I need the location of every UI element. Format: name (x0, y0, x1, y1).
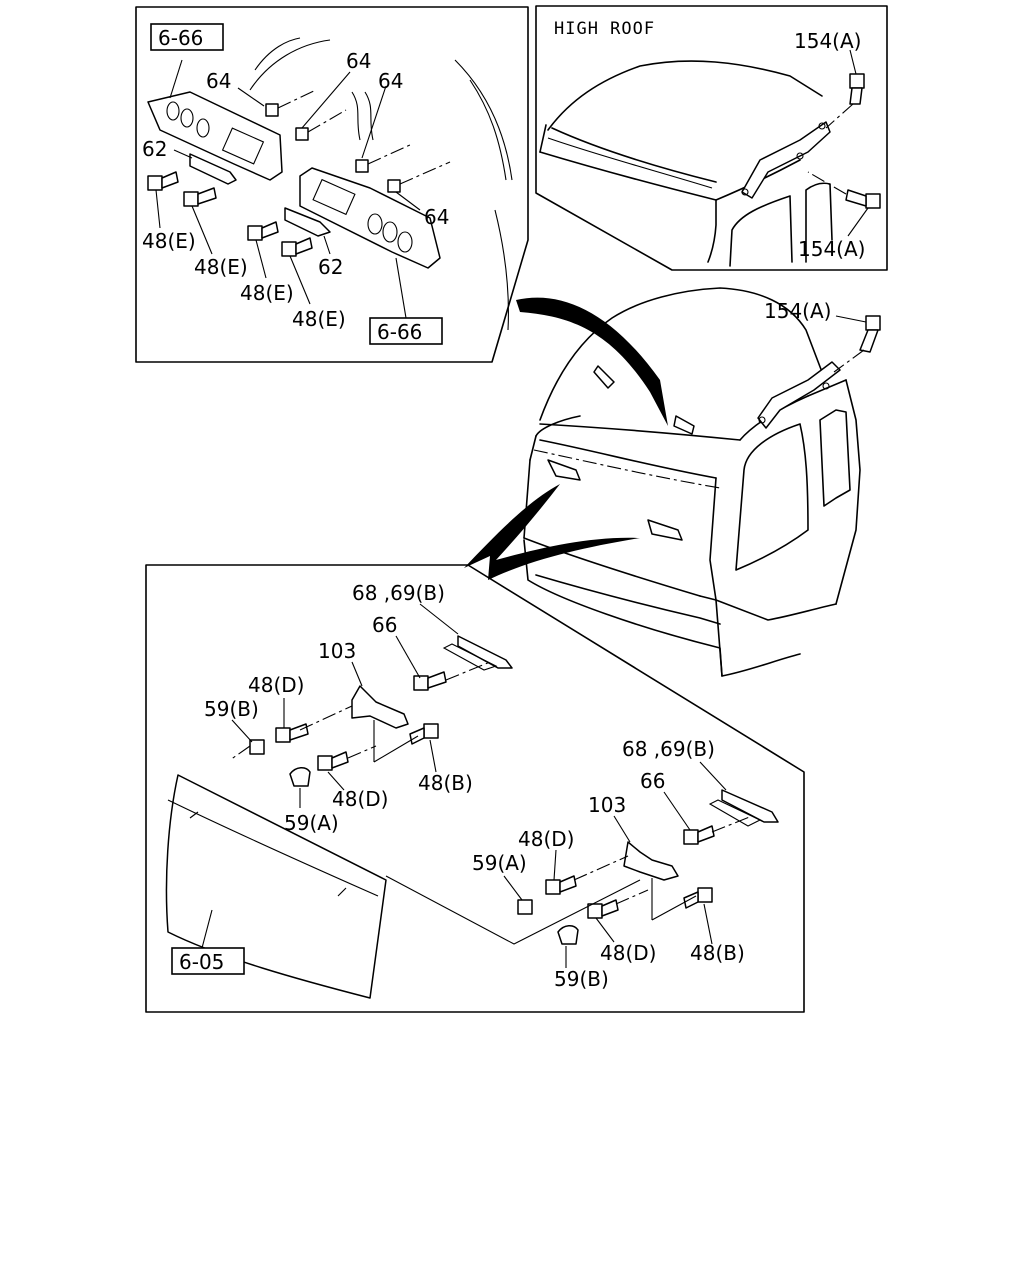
label-59a-upper: 59(A) (284, 811, 339, 835)
ref-box-6-05 (171, 947, 245, 975)
ref-6-66-bottom: 6-66 (377, 320, 422, 344)
arrow-to-top-inset (516, 297, 668, 426)
label-59a-lower: 59(A) (472, 851, 527, 875)
label-48d-lower-a: 48(D) (518, 827, 574, 851)
clip-64-a (265, 103, 279, 117)
label-103-upper: 103 (318, 639, 356, 663)
label-64-b: 64 (346, 49, 371, 73)
label-48d-upper-b: 48(D) (332, 787, 388, 811)
clip-64-b (295, 127, 309, 141)
ref-box-6-66-top (150, 23, 224, 51)
bolt-48e-icon (147, 171, 313, 257)
lower-garnish-inset: 68 ,69(B) 66 103 48(D) 59(B) 48(D) 59(A)… (145, 564, 805, 1013)
label-103-lower: 103 (588, 793, 626, 817)
van-rear-view: 154(A) (464, 287, 881, 677)
high-roof-inset: HIGH ROOF 154(A) 154(A) (535, 5, 888, 271)
label-48b-upper: 48(B) (418, 771, 473, 795)
label-68-69b-lower: 68 ,69(B) (622, 737, 715, 761)
high-roof-title: HIGH ROOF (554, 19, 655, 39)
rear-light-inset: 6-66 64 64 64 64 62 48(E) 48(E) 48(E) 62… (135, 6, 529, 363)
label-48b-lower: 48(B) (690, 941, 745, 965)
label-66-upper: 66 (372, 613, 397, 637)
bolt-154a-icon (859, 315, 881, 353)
label-48e-c: 48(E) (240, 281, 294, 305)
clip-64-d (387, 179, 401, 193)
bolt-lower-icon (845, 189, 881, 209)
ref-6-66-top: 6-66 (158, 26, 203, 50)
clip-64-c (355, 159, 369, 173)
label-68-69b-upper: 68 ,69(B) (352, 581, 445, 605)
label-154a-main: 154(A) (764, 299, 831, 323)
label-66-lower: 66 (640, 769, 665, 793)
arrow-to-bottom-inset (464, 484, 640, 580)
label-48e-a: 48(E) (142, 229, 196, 253)
bolt-upper-icon (849, 73, 865, 105)
label-48e-d: 48(E) (292, 307, 346, 331)
label-48d-upper-a: 48(D) (248, 673, 304, 697)
garnish-panel (165, 774, 387, 999)
label-48e-b: 48(E) (194, 255, 248, 279)
ref-6-05: 6-05 (179, 950, 224, 974)
label-62-right: 62 (318, 255, 343, 279)
label-64-c: 64 (378, 69, 403, 93)
label-64-a: 64 (206, 69, 231, 93)
label-64-d: 64 (424, 205, 449, 229)
bracket-62-left (189, 153, 237, 185)
label-154a-lower: 154(A) (798, 237, 865, 261)
label-48d-lower-b: 48(D) (600, 941, 656, 965)
label-59b-upper: 59(B) (204, 697, 259, 721)
label-154a-upper: 154(A) (794, 29, 861, 53)
label-59b-lower: 59(B) (554, 967, 609, 991)
ref-box-6-66-bottom (369, 317, 443, 345)
bracket-62-right (284, 207, 331, 237)
label-62-left: 62 (142, 137, 167, 161)
